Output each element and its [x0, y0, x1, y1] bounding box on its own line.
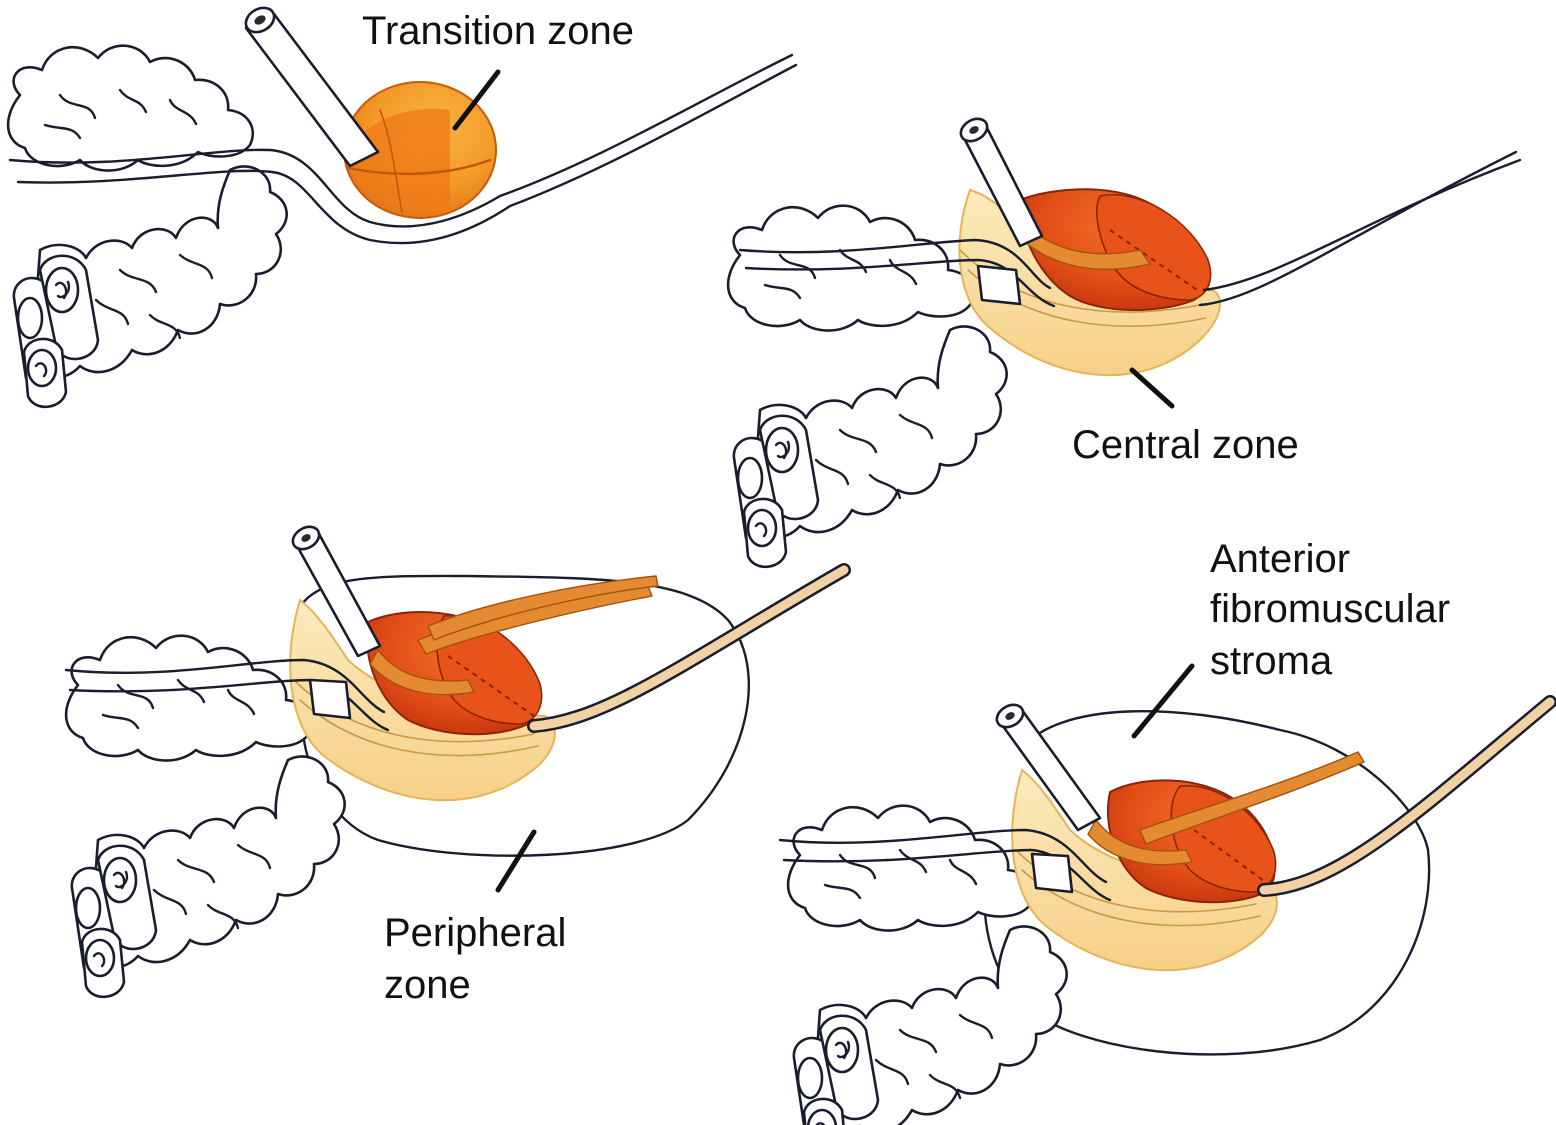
transition-zone-gland [343, 81, 497, 219]
anterior-stroma-label-line3: stroma [1210, 639, 1333, 683]
transition-zone-pointer [452, 69, 501, 131]
peripheral-zone-label-line1: Peripheral [384, 911, 566, 955]
peripheral-zone-panel [64, 525, 851, 999]
peripheral-zone-pointer [495, 829, 537, 893]
central-zone-label: Central zone [1072, 423, 1299, 467]
anterior-stroma-pointer [1131, 663, 1195, 739]
peripheral-zone-outline [296, 574, 750, 857]
central-zone-pointer [1129, 367, 1175, 409]
inner-gland [1018, 188, 1212, 311]
anterior-stroma-label-line2: fibromuscular [1210, 587, 1450, 631]
transition-zone-label: Transition zone [362, 9, 634, 53]
anterior-stroma-label-line1: Anterior [1210, 537, 1350, 581]
central-zone-panel [726, 117, 1522, 569]
anterior-stroma-panel [778, 663, 1556, 1125]
peripheral-zone-label-line2: zone [384, 963, 471, 1007]
transition-zone-panel: Transition zone [6, 6, 798, 409]
